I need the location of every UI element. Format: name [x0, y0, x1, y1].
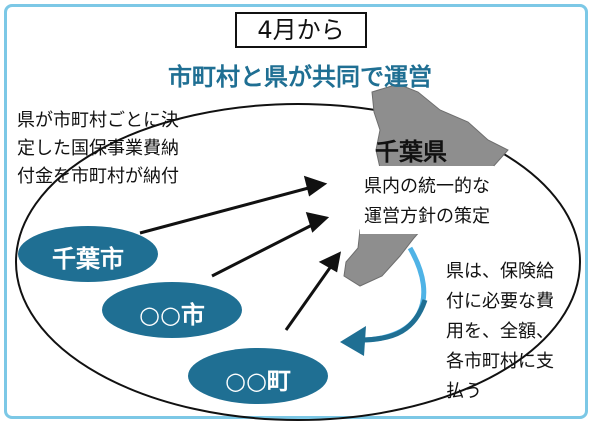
- right-note-line: 県は、保険給: [446, 261, 554, 282]
- arrowhead-oo-town: [318, 251, 342, 273]
- date-badge: 4月から: [235, 12, 367, 48]
- oval-chiba-city: [18, 226, 158, 282]
- right-note-line: 付に必要な費: [446, 291, 554, 312]
- arrowhead-oo-city: [305, 211, 330, 233]
- arrow-chiba-city: [139, 184, 317, 235]
- prefecture-policy: 県内の統一的な 運営方針の策定: [364, 172, 490, 232]
- right-note-line: 用を、全額、: [446, 321, 554, 342]
- prefecture-policy-line: 運営方針の策定: [364, 206, 490, 227]
- right-note-line: 払う: [446, 381, 482, 402]
- diagram-subtitle: 市町村と県が共同で運営: [168, 63, 432, 91]
- left-note-line: 付金を市町村が納付: [17, 166, 179, 187]
- payment-arrowhead: [340, 326, 366, 356]
- left-note-line: 定した国保事業費納: [17, 138, 179, 159]
- arrow-oo-town: [284, 261, 336, 331]
- arrow-oo-city: [211, 220, 319, 278]
- label-chiba-city: 千葉市: [52, 245, 124, 273]
- prefecture-title: 千葉県: [375, 138, 447, 166]
- label-oo-city: ○○市: [139, 301, 205, 329]
- label-oo-town: ○○町: [225, 367, 291, 395]
- left-note-line: 県が市町村ごとに決: [17, 110, 179, 131]
- oval-oo-town: [188, 348, 328, 404]
- right-note: 県は、保険給 付に必要な費 用を、全額、 各市町村に支 払う: [446, 257, 554, 407]
- arrowhead-chiba-city: [303, 175, 328, 197]
- payment-arrow-curve-dark: [359, 299, 428, 343]
- right-note-line: 各市町村に支: [446, 351, 554, 372]
- oval-oo-city: [102, 282, 242, 338]
- prefecture-policy-line: 県内の統一的な: [364, 176, 490, 197]
- policy-box: [360, 166, 494, 234]
- boundary-ellipse: [15, 103, 581, 421]
- left-note: 県が市町村ごとに決 定した国保事業費納 付金を市町村が納付: [17, 107, 179, 191]
